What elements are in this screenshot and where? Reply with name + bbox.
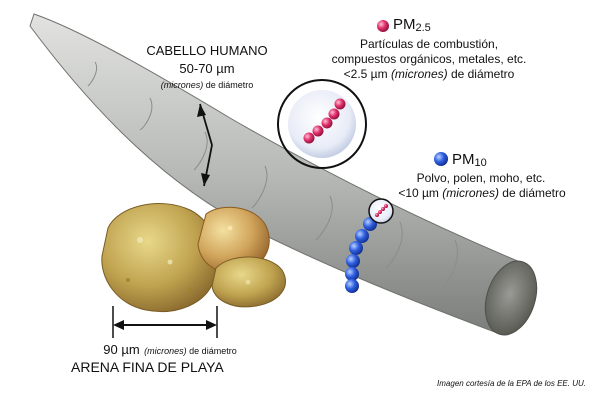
pm25-desc-line3: <2.5 µm (micrones) de diámetro (343, 67, 515, 81)
hair-strand (29, 13, 538, 336)
hair-size: 50-70 µm (179, 61, 235, 76)
pm25-title: PM2.5 (393, 16, 431, 34)
pm25-legend-dot (377, 20, 389, 32)
pm10-title: PM10 (452, 151, 487, 169)
pm10-desc-line2: <10 µm (micrones) de diámetro (398, 186, 566, 200)
hair-title: CABELLO HUMANO (146, 43, 268, 58)
pm25-desc-line2: compuestos orgánicos, metales, etc. (331, 52, 527, 66)
pm10-desc-line1: Polvo, polen, moho, etc. (416, 171, 546, 185)
pm25-zoom-circle (277, 79, 367, 169)
image-credit: Imagen cortesía de la EPA de los EE. UU. (437, 379, 586, 388)
hair-unit-note: (micrones) de diámetro (160, 80, 254, 90)
pm25-desc-line1: Partículas de combustión, (359, 37, 499, 51)
hair-size-arrow (197, 103, 213, 187)
pm25-small-ring (368, 198, 394, 224)
pm10-particle-chain (345, 217, 377, 293)
sand-size-arrow (112, 306, 218, 338)
sand-size: 90 µm (micrones) de diámetro (103, 342, 237, 357)
pm10-legend-dot (434, 152, 448, 166)
sand-grains (101, 203, 287, 312)
sand-title: ARENA FINA DE PLAYA (71, 359, 224, 375)
